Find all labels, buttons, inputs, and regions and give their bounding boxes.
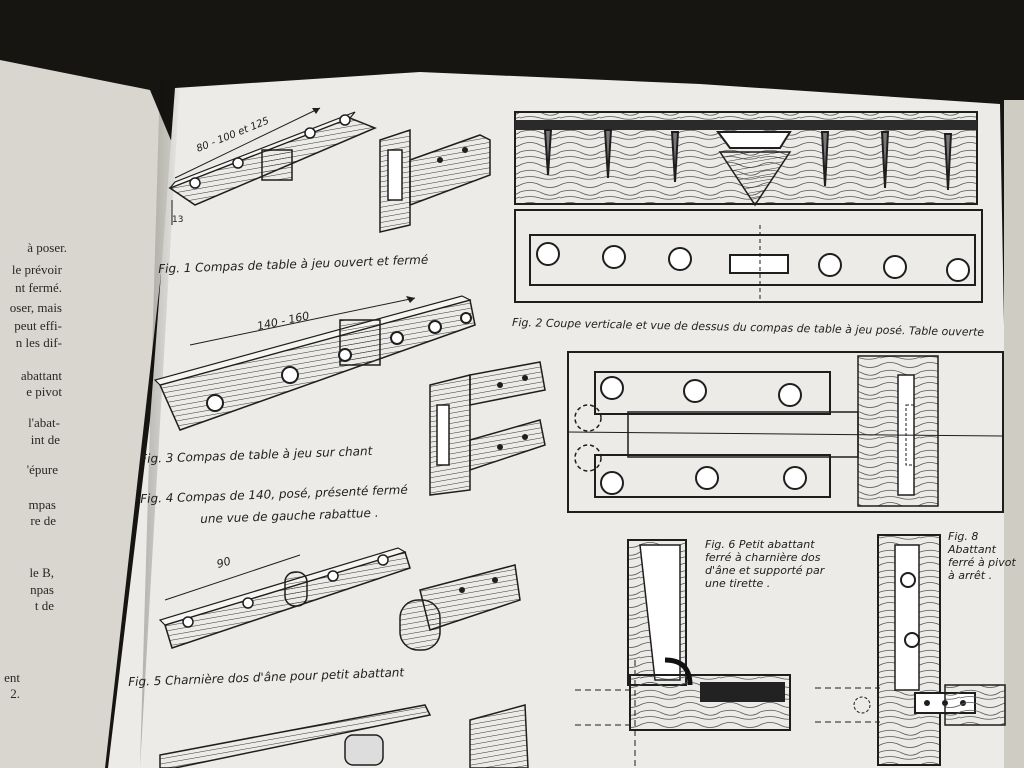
left-line: int de bbox=[30, 432, 60, 447]
left-line: peut effi- bbox=[14, 318, 62, 333]
left-line: n les dif- bbox=[15, 335, 62, 350]
left-line: t de bbox=[34, 598, 54, 613]
fig3-dimension: 140 - 160 bbox=[256, 309, 311, 333]
fig6-caption: Fig. 6 Petit abattant ferré à charnière … bbox=[705, 538, 825, 590]
left-line: l'abat- bbox=[28, 415, 60, 430]
fig4-drawing bbox=[429, 361, 546, 496]
left-line: abattant bbox=[20, 368, 62, 383]
fig3-drawing bbox=[153, 295, 476, 431]
fig8-caption: Fig. 8 Abattant ferré à pivot à arrêt . bbox=[948, 530, 1016, 582]
left-line: 'épure bbox=[26, 462, 58, 477]
fig5-drawing bbox=[158, 547, 521, 651]
fig5-dimension: 90 bbox=[215, 555, 232, 571]
fig2-drawing bbox=[514, 111, 983, 303]
left-line: nt fermé. bbox=[15, 280, 62, 295]
fig1-dim-small: 13 bbox=[172, 215, 183, 225]
fig8-drawing bbox=[815, 534, 1006, 766]
left-line: e pivot bbox=[26, 384, 62, 399]
fig2-caption: Fig. 2 Coupe verticale et vue de dessus … bbox=[512, 316, 985, 339]
left-line: le B, bbox=[29, 565, 54, 580]
left-line: mpas bbox=[28, 497, 56, 512]
left-line: re de bbox=[30, 513, 56, 528]
left-line: le prévoir bbox=[11, 262, 62, 277]
fig2-top-view-drawing bbox=[567, 351, 1004, 513]
page-edge bbox=[1004, 100, 1024, 768]
left-line: npas bbox=[30, 582, 54, 597]
left-line: ent bbox=[4, 670, 20, 685]
left-line: 2. bbox=[10, 686, 20, 701]
fig7-partial-drawing bbox=[159, 704, 529, 768]
fig6-drawing bbox=[575, 539, 791, 768]
fig1-drawing bbox=[168, 107, 491, 233]
left-line: à poser. bbox=[27, 240, 67, 255]
left-line: oser, mais bbox=[9, 300, 62, 315]
